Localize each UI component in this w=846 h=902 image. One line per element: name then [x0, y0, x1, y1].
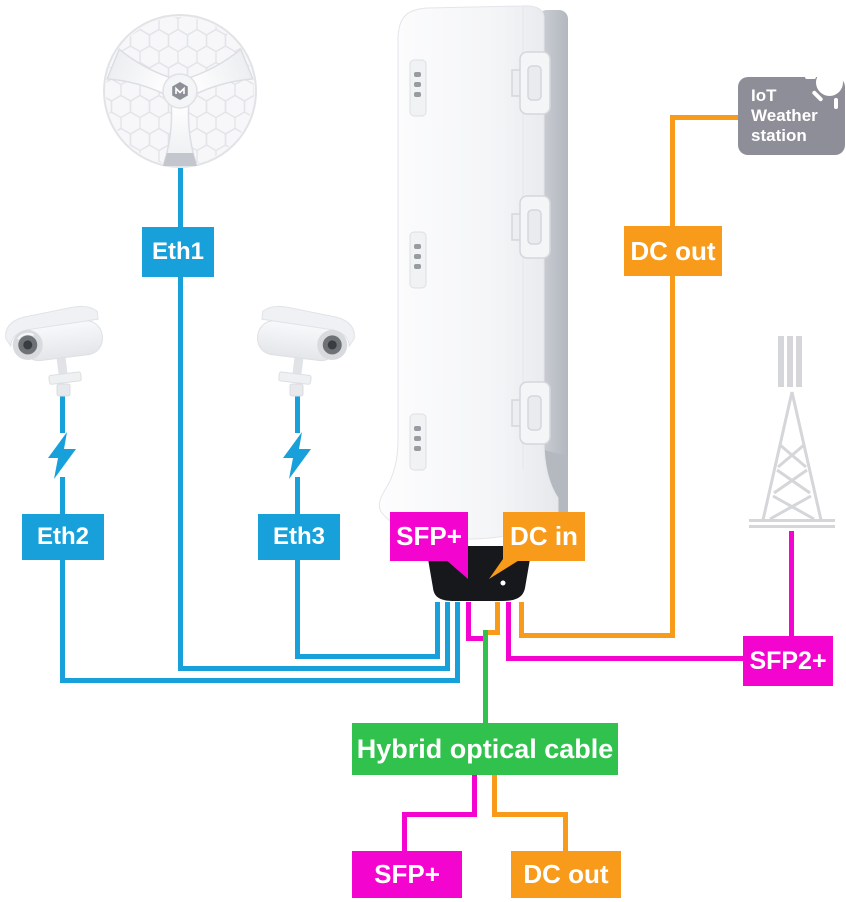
dc-in-callout-tail	[489, 559, 521, 579]
eth3-label: Eth3	[258, 514, 340, 560]
far-dc-out-segment	[492, 775, 497, 817]
eth1-cable-segment	[445, 602, 450, 671]
poe-bolt-left-icon	[48, 432, 76, 479]
dc-in-power-segment	[485, 630, 500, 635]
hybrid-cable-label-text: Hybrid optical cable	[356, 733, 614, 764]
cctv-camera-right-icon	[257, 305, 355, 397]
eth2-cable-segment	[60, 558, 65, 683]
dc-out-power-segment	[670, 115, 675, 638]
dc-out-power-segment	[670, 115, 740, 120]
far-sfp-segment	[402, 812, 407, 852]
dc-out-power-segment	[519, 633, 675, 638]
eth3-cable-segment	[435, 602, 440, 659]
station-line-3: station	[751, 126, 807, 145]
sfp-plus-callout: SFP+	[390, 512, 468, 561]
sfp-fiber-segment	[466, 636, 487, 641]
station-line-1: IoT	[751, 86, 777, 105]
outdoor-unit-icon	[378, 5, 568, 601]
eth1-cable-segment	[178, 168, 183, 228]
dc-out-top-label-text: DC out	[630, 235, 716, 266]
sun-ray-icon	[805, 75, 816, 79]
eth1-cable-segment	[178, 666, 450, 671]
sfp-fiber-segment	[466, 602, 471, 641]
sfp2-plus-label: SFP2+	[743, 636, 833, 686]
dc-in-power-segment	[495, 602, 500, 635]
lhg-antenna-icon	[103, 14, 257, 168]
sfp2-plus-label-text: SFP2+	[749, 646, 827, 675]
eth1-label: Eth1	[142, 227, 214, 277]
sun-icon	[816, 69, 843, 96]
far-dc-out-segment	[492, 812, 568, 817]
sfp2-fiber-segment	[506, 656, 743, 661]
radio-tower-icon	[749, 336, 835, 528]
far-dc-out-label: DC out	[511, 851, 621, 898]
sfp2-fiber-segment	[506, 602, 511, 661]
eth3-cable-segment	[295, 477, 300, 517]
dc-in-label-text: DC in	[510, 521, 578, 551]
eth3-cable-segment	[295, 396, 300, 433]
eth2-cable-segment	[455, 602, 460, 683]
hybrid-cable-segment	[483, 630, 488, 725]
hybrid-cable-label: Hybrid optical cable	[352, 723, 618, 775]
eth2-cable-segment	[60, 477, 65, 517]
eth1-label-text: Eth1	[151, 238, 204, 265]
far-sfp-plus-label: SFP+	[352, 851, 462, 898]
eth3-cable-segment	[295, 558, 300, 659]
far-sfp-plus-label-text: SFP+	[374, 859, 440, 889]
tower-fiber-segment	[789, 531, 794, 638]
cctv-camera-left-icon	[5, 305, 103, 397]
sfp-plus-label-text: SFP+	[396, 521, 462, 551]
far-sfp-segment	[472, 775, 477, 817]
far-sfp-segment	[402, 812, 477, 817]
eth2-cable-segment	[60, 396, 65, 433]
sfp-plus-callout-tail	[445, 559, 468, 579]
eth3-cable-segment	[295, 654, 440, 659]
poe-bolt-right-icon	[283, 432, 311, 479]
far-dc-out-label-text: DC out	[523, 859, 609, 889]
far-dc-out-segment	[563, 812, 568, 852]
dc-in-callout: DC in	[503, 512, 585, 561]
dc-out-top-label: DC out	[624, 226, 722, 276]
eth2-label: Eth2	[22, 514, 104, 560]
station-line-2: Weather	[751, 106, 818, 125]
eth3-label-text: Eth3	[272, 523, 325, 550]
eth1-cable-segment	[178, 275, 183, 671]
eth2-label-text: Eth2	[36, 523, 89, 550]
mikrotik-logo-icon	[172, 82, 188, 100]
sun-ray-icon	[834, 98, 838, 109]
dc-out-power-segment	[519, 602, 524, 638]
eth2-cable-segment	[60, 678, 460, 683]
